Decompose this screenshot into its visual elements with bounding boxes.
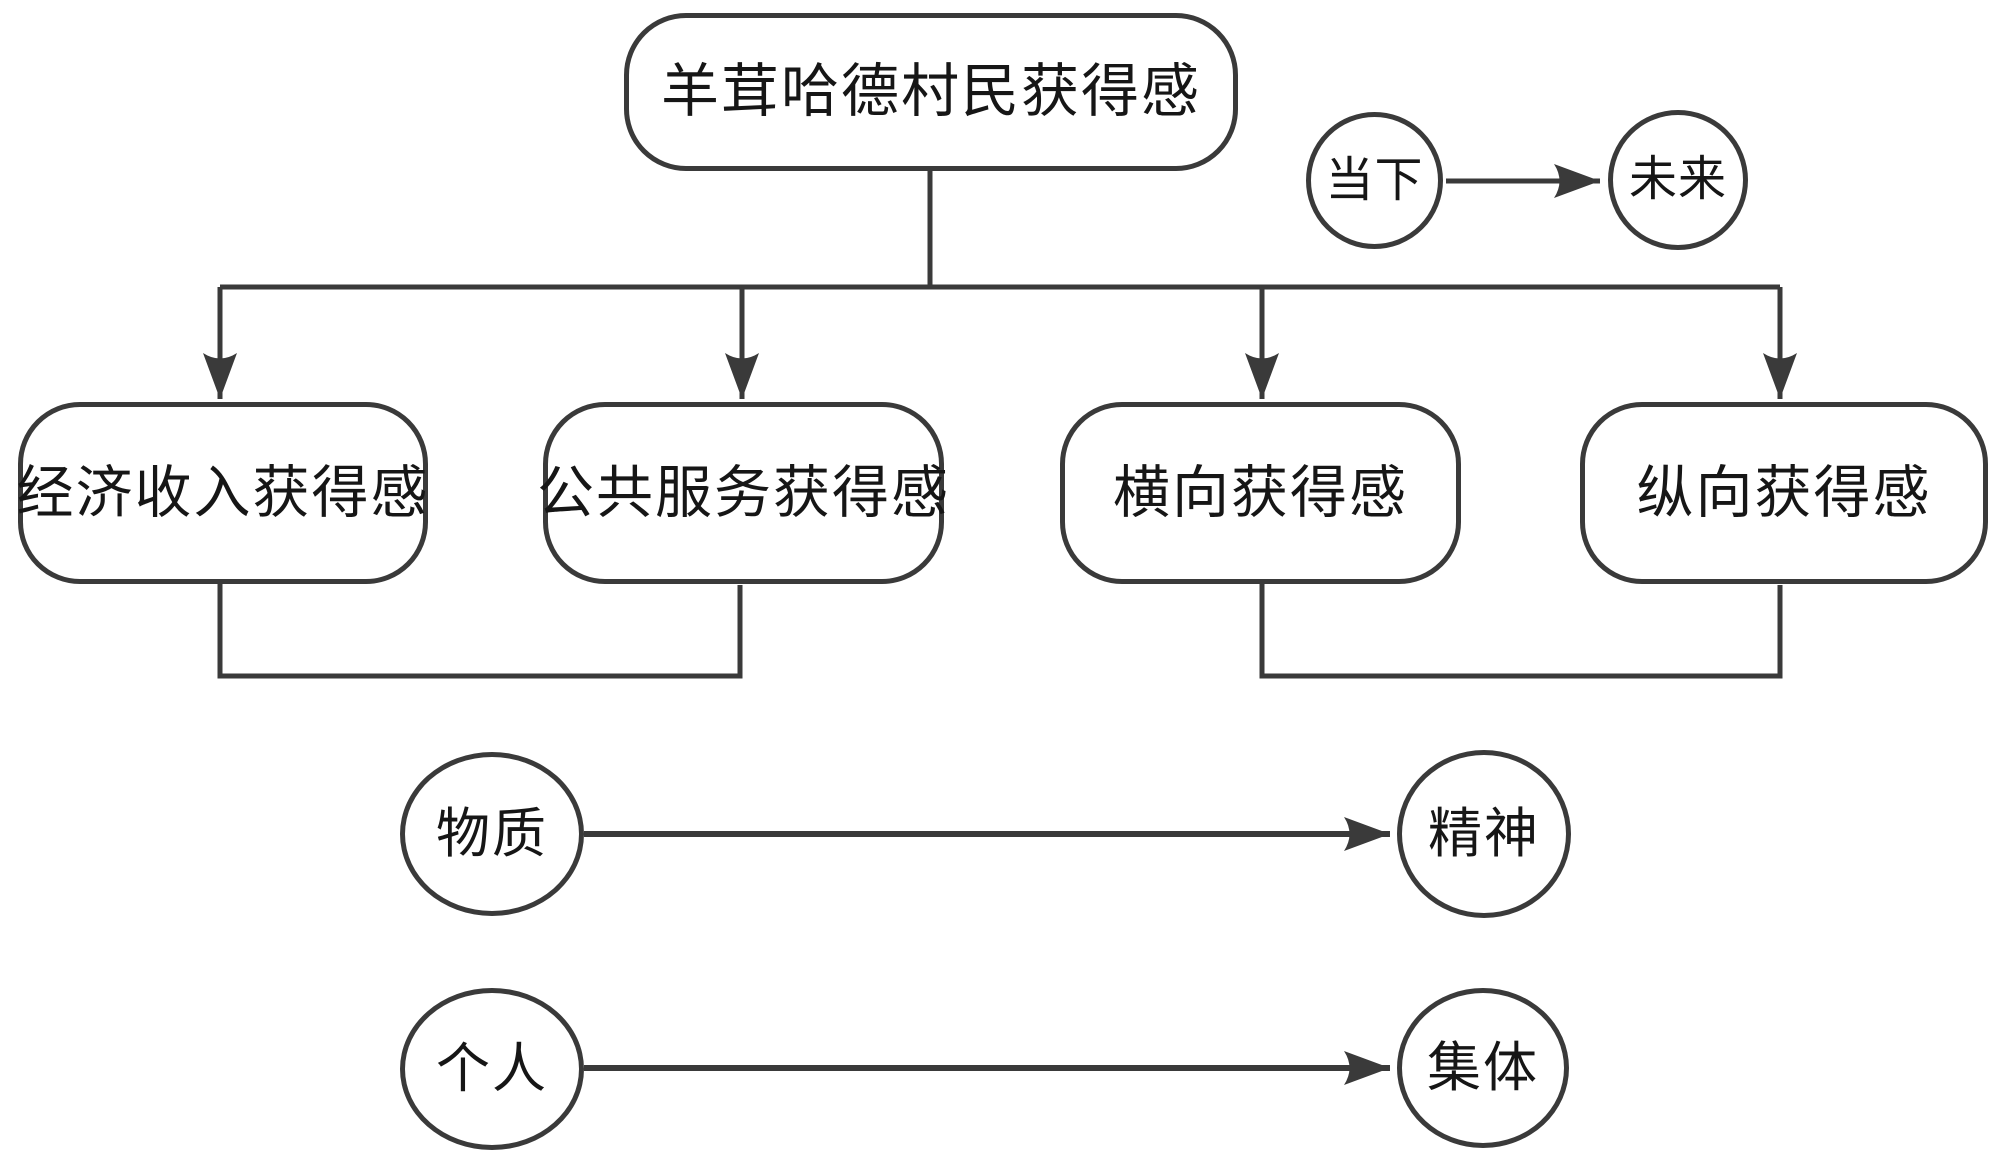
circle-spiritual: 精神 (1397, 750, 1571, 918)
bracket-right-pair (1259, 583, 1783, 679)
node-vertical-gain: 纵向获得感 (1580, 402, 1988, 584)
node-economic-income-gain: 经济收入获得感 (17, 402, 428, 584)
circle-material: 物质 (400, 752, 584, 916)
node-public-service-gain: 公共服务获得感 (537, 402, 948, 584)
circle-future: 未来 (1608, 110, 1748, 250)
circle-present: 当下 (1306, 112, 1443, 249)
bracket-left-pair (217, 583, 743, 679)
circle-collective: 集体 (1397, 988, 1569, 1148)
node-horizontal-gain: 横向获得感 (1060, 402, 1461, 584)
circle-individual: 个人 (400, 988, 584, 1150)
node-villagers-sense-of-gain: 羊茸哈德村民获得感 (624, 13, 1238, 171)
